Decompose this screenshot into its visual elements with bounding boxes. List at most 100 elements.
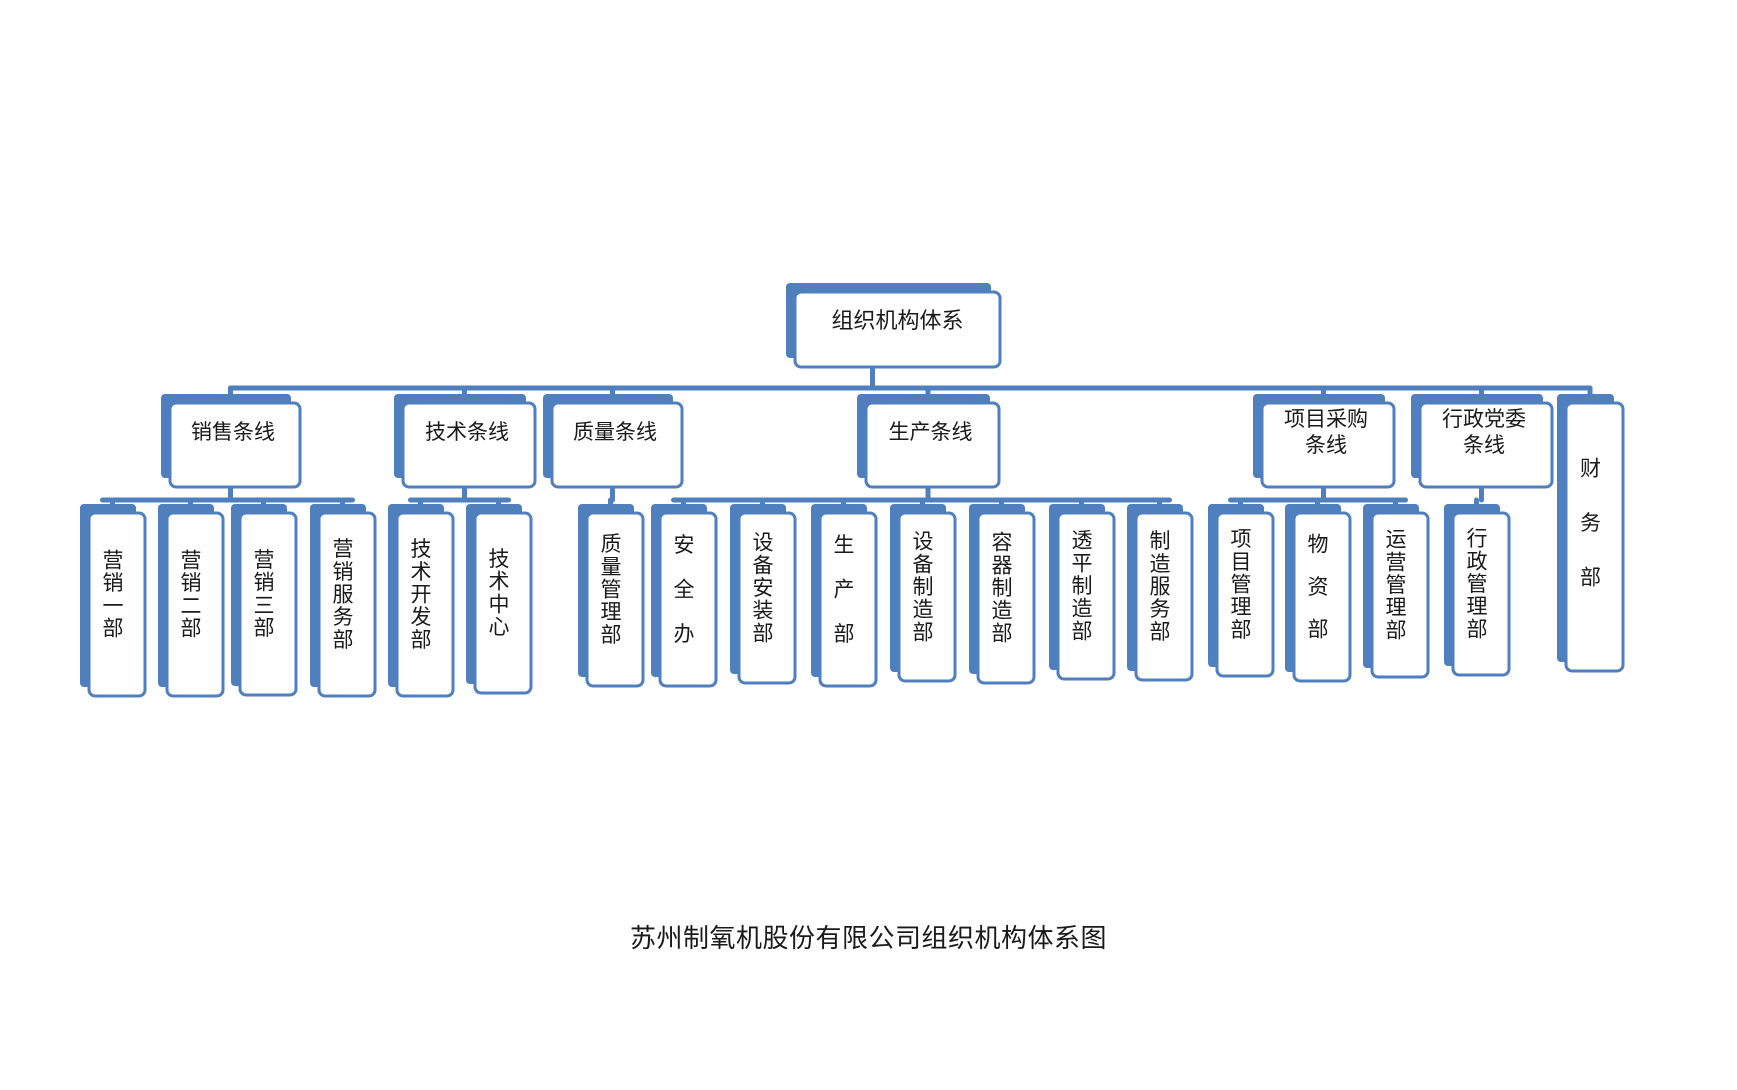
dept-label-p5-char: 器 [992, 553, 1013, 577]
dept-label-s4-char: 销 [333, 560, 354, 584]
dept-label-a1-char: 理 [1467, 595, 1488, 619]
dept-label-s2-char: 销 [181, 571, 202, 595]
dept-box-p6 [1056, 511, 1116, 681]
dept-label-p3-char: 产 [834, 578, 855, 602]
dept-label-j3-char: 运 [1386, 528, 1407, 552]
dept-box-t1 [395, 511, 455, 698]
dept-label-p6-char: 制 [1072, 574, 1093, 598]
line-box-quality [550, 401, 684, 489]
dept-label-q1-char: 量 [601, 555, 622, 579]
dept-box-s2 [165, 511, 225, 698]
dept-label-a1-char: 政 [1467, 549, 1488, 573]
root-box [793, 290, 1002, 369]
line-label-admin-2: 条线 [1463, 433, 1505, 457]
dept-label-s4-char: 部 [333, 628, 354, 652]
line-label-finance-char: 务 [1580, 511, 1601, 535]
dept-label-s1-char: 营 [103, 548, 124, 572]
dept-label-s2-char: 二 [181, 594, 202, 618]
dept-box-j2 [1292, 511, 1352, 683]
dept-box-p5 [976, 511, 1036, 685]
line-label-project-2: 条线 [1305, 433, 1347, 457]
dept-label-s1-char: 销 [103, 571, 124, 595]
dept-label-t1-char: 发 [411, 605, 432, 629]
root-label: 组织机构体系 [831, 309, 963, 334]
dept-label-s3-char: 部 [254, 616, 275, 640]
dept-label-t1-char: 部 [411, 628, 432, 652]
dept-label-j2-char: 资 [1308, 575, 1329, 599]
dept-label-p5-char: 制 [992, 576, 1013, 600]
line-label-finance: 财务部 [1580, 456, 1601, 589]
dept-label-p1-char: 安 [674, 533, 695, 557]
line-box-production [864, 401, 1001, 489]
dept-label-j3-char: 营 [1386, 550, 1407, 574]
dept-label-p1-char: 全 [674, 578, 695, 602]
dept-label-p6-char: 部 [1072, 619, 1093, 643]
dept-box-j1 [1215, 511, 1275, 678]
dept-label-j1-char: 理 [1231, 595, 1252, 619]
dept-label-s3-char: 三 [254, 593, 275, 617]
dept-box-j3 [1370, 511, 1430, 679]
dept-label-a1-char: 部 [1467, 617, 1488, 641]
dept-label-j3-char: 部 [1386, 618, 1407, 642]
dept-box-t2 [473, 511, 533, 695]
dept-label-p4-char: 设 [913, 530, 934, 554]
dept-label-t1-char: 术 [411, 560, 432, 584]
dept-label-s4-char: 服 [333, 583, 354, 607]
dept-label-s4-char: 务 [333, 605, 354, 629]
dept-label-s1-char: 一 [103, 594, 124, 618]
dept-label-t1-char: 技 [411, 537, 432, 561]
dept-label-p3-char: 部 [834, 622, 855, 646]
line-label-finance-char: 财 [1580, 456, 1601, 480]
dept-label-p6-char: 平 [1072, 551, 1093, 575]
dept-label-p6-char: 造 [1072, 597, 1093, 621]
dept-label-j1-char: 目 [1231, 550, 1252, 574]
dept-label-s4-char: 营 [333, 537, 354, 561]
dept-label-s3-char: 营 [254, 548, 275, 572]
dept-label-p7-char: 制 [1150, 529, 1171, 553]
dept-box-p2 [737, 511, 797, 685]
dept-box-p4 [897, 511, 957, 683]
dept-label-p7-char: 造 [1150, 552, 1171, 576]
dept-label-s2-char: 部 [181, 617, 202, 641]
dept-label-p7-char: 务 [1150, 597, 1171, 621]
dept-label-q1-char: 管 [601, 578, 622, 602]
line-label-admin-1: 行政党委 [1442, 407, 1526, 431]
dept-label-p4-char: 制 [913, 575, 934, 599]
dept-label-p4-char: 备 [913, 552, 934, 576]
dept-label-j3-char: 管 [1386, 573, 1407, 597]
dept-label-p2-char: 部 [753, 621, 774, 645]
dept-box-s1 [87, 511, 147, 698]
dept-label-s3-char: 销 [254, 571, 275, 595]
dept-label-p2-char: 备 [753, 553, 774, 577]
dept-box-a1 [1451, 511, 1511, 677]
dept-label-j2-char: 物 [1308, 532, 1329, 556]
dept-box-p3 [818, 511, 878, 688]
line-label-finance-char: 部 [1580, 566, 1601, 590]
dept-box-p7 [1134, 511, 1194, 682]
dept-label-p4-char: 造 [913, 598, 934, 622]
dept-label-p5-char: 部 [992, 621, 1013, 645]
dept-label-p4-char: 部 [913, 620, 934, 644]
dept-label-q1-char: 理 [601, 600, 622, 624]
dept-label-s2-char: 营 [181, 548, 202, 572]
dept-label-t2-char: 术 [489, 570, 510, 594]
dept-label-q1-char: 部 [601, 623, 622, 647]
diagram-caption: 苏州制氧机股份有限公司组织机构体系图 [629, 924, 1107, 954]
line-label-quality: 质量条线 [573, 420, 657, 444]
dept-label-j1-char: 项 [1231, 527, 1252, 551]
